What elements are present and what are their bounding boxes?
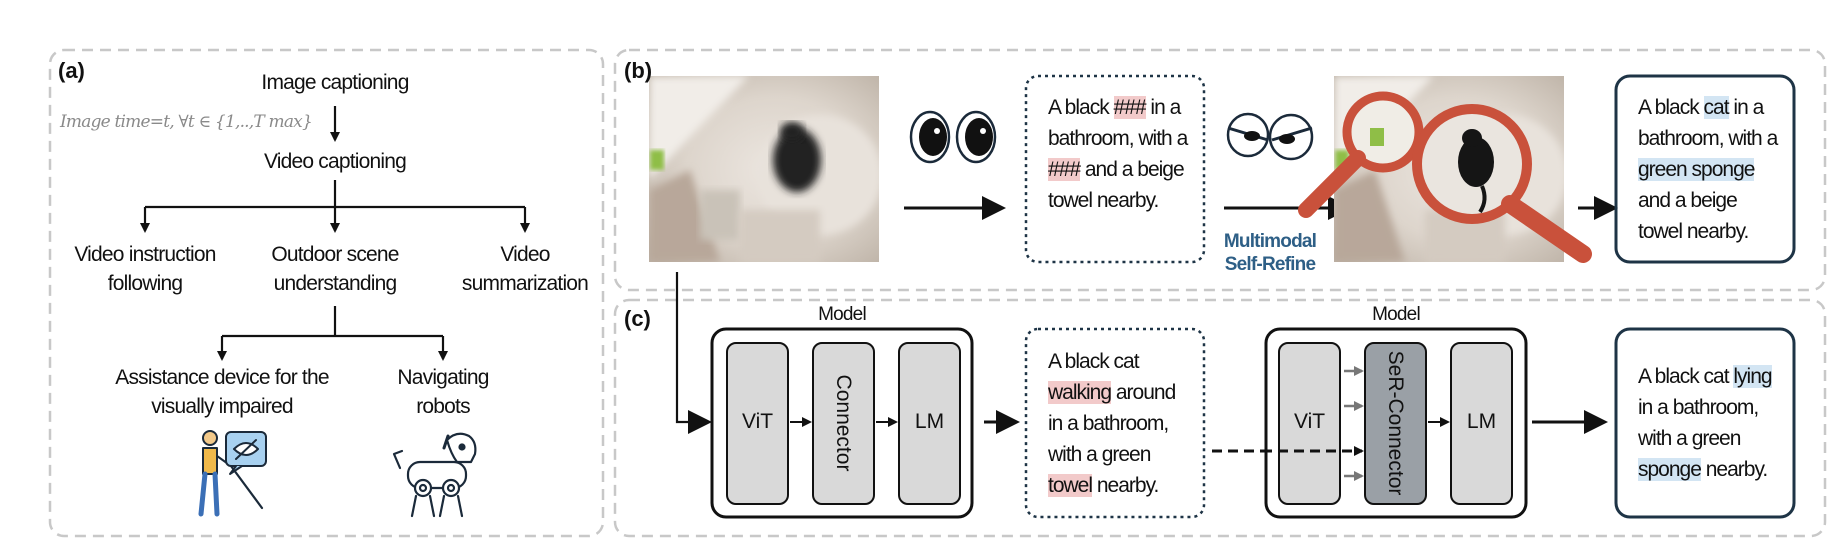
- corrected-token: lying: [1733, 365, 1773, 388]
- masked-caption-box: [1024, 74, 1206, 264]
- panel-c-frame: [613, 298, 1827, 538]
- node-video-instruction: Video instruction following: [74, 243, 216, 295]
- hallucinated-caption-box: [1024, 327, 1206, 519]
- caption-part: in a bathroom, with a: [1638, 96, 1778, 150]
- hallucinated-token: towel: [1048, 474, 1093, 497]
- blurred-image-input: [649, 76, 879, 262]
- lm-block-right: LM: [1466, 410, 1497, 433]
- masked-token: ###: [1048, 158, 1081, 181]
- masked-token: ###: [1113, 96, 1147, 119]
- caption-part: in a bathroom, with a green: [1638, 396, 1759, 450]
- refined-token: cat: [1703, 96, 1730, 119]
- panel-a-frame: [48, 48, 605, 538]
- time-formula: Image time=t, ∀t ∈ {1,..,T max}: [60, 111, 313, 134]
- vit-block-right: ViT: [1293, 410, 1326, 433]
- node-navigating-robots: Navigating robots: [397, 366, 489, 418]
- caption-part: and a beige towel nearby.: [1638, 189, 1749, 243]
- hallucinated-token: walking: [1048, 381, 1112, 404]
- refined-caption-text: A black cat in a bathroom, with a green …: [1638, 92, 1782, 247]
- eyes-icon: [909, 110, 997, 164]
- node-video-summarization: Video summarization: [461, 243, 589, 295]
- corrected-token: sponge: [1638, 458, 1702, 481]
- refined-token: green sponge: [1638, 158, 1755, 181]
- magnifier-small-icon: [1298, 91, 1424, 218]
- caption-part: A black cat: [1638, 365, 1734, 388]
- squinting-eyes-icon: [1226, 112, 1314, 161]
- multimodal-self-refine-label: Multimodal Self-Refine: [1223, 231, 1317, 275]
- visually-impaired-person-icon: [198, 430, 267, 517]
- caption-part: A black: [1048, 96, 1114, 119]
- time-formula-text: Image time=t, ∀t ∈ {1,..,T max}: [60, 112, 313, 132]
- hallucinated-caption-text: A black cat walking around in a bathroom…: [1048, 346, 1194, 501]
- caption-part: A black cat: [1048, 350, 1140, 373]
- robot-dog-icon: [392, 432, 477, 518]
- lm-block-left: LM: [914, 410, 945, 433]
- arrow-image-to-model: [675, 272, 712, 434]
- caption-part: around in a bathroom, with a green: [1048, 381, 1176, 466]
- corrected-caption-box: [1614, 327, 1796, 519]
- model-right-title: Model: [1372, 304, 1421, 325]
- masked-caption-text: A black ### in a bathroom, with a ### an…: [1048, 92, 1192, 216]
- connector-block: Connector: [832, 374, 855, 472]
- magnifier-large-icon: [1412, 104, 1592, 263]
- panel-b-label: (b): [624, 58, 653, 83]
- node-video-captioning: Video captioning: [263, 150, 407, 173]
- caption-part: and a beige towel nearby.: [1048, 158, 1185, 212]
- model-left-title: Model: [818, 304, 867, 325]
- panel-a-label: (a): [58, 58, 85, 83]
- caption-part: nearby.: [1700, 458, 1769, 481]
- caption-part: A black: [1638, 96, 1704, 119]
- refined-caption-box: [1614, 74, 1796, 264]
- node-image-captioning: Image captioning: [261, 71, 409, 94]
- vit-block-left: ViT: [741, 410, 774, 433]
- node-assistance-device: Assistance device for the visually impai…: [115, 366, 329, 418]
- corrected-caption-text: A black cat lying in a bathroom, with a …: [1638, 361, 1784, 485]
- node-outdoor-scene: Outdoor scene understanding: [271, 243, 399, 295]
- panel-c-label: (c): [624, 306, 651, 331]
- caption-part: in a bathroom, with a: [1048, 96, 1188, 150]
- caption-part: nearby.: [1092, 474, 1160, 497]
- ser-connector-block: SeR-Connector: [1384, 350, 1407, 496]
